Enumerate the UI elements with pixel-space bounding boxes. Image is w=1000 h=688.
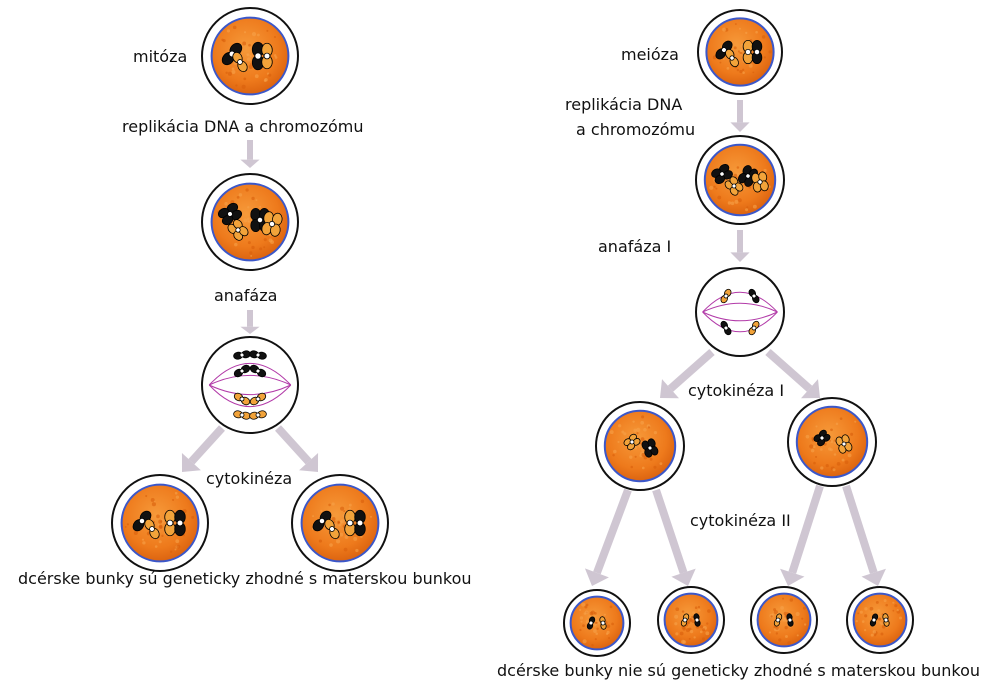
meiosis-step-cytokinesis1: cytokinéza I — [688, 380, 784, 402]
meiosis-parent-cell — [698, 10, 782, 94]
meiosis-step-replication-line2: a chromozómu — [576, 119, 695, 141]
mitosis-daughter-cell-left — [112, 475, 208, 571]
mitosis-replicated-cell — [202, 174, 298, 270]
meiosis-daughter-cell-3 — [751, 587, 817, 653]
mitosis-arrow-4 — [278, 428, 318, 472]
meiosis-cell-after-c1-right — [788, 398, 876, 486]
meiosis-daughter-cell-1 — [564, 590, 630, 656]
meiosis-title: meióza — [621, 44, 679, 66]
meiosis-step-anaphase: anafáza I — [598, 236, 671, 258]
meiosis-anaphase1-cell — [696, 268, 784, 356]
mitosis-step-anaphase: anafáza — [214, 285, 277, 307]
meiosis-arrow-5 — [585, 490, 628, 586]
mitosis-step-replication: replikácia DNA a chromozómu — [122, 116, 364, 138]
mitosis-result: dcérske bunky sú geneticky zhodné s mate… — [18, 568, 472, 590]
mitosis-arrow-1 — [240, 140, 259, 168]
meiosis-arrow-7 — [780, 486, 820, 586]
mitosis-arrow-2 — [240, 310, 259, 334]
meiosis-step-replication-line1: replikácia DNA — [565, 94, 682, 116]
meiosis-arrow-6 — [656, 490, 696, 586]
meiosis-replicated-cell — [696, 136, 784, 224]
meiosis-cell-after-c1-left — [596, 402, 684, 490]
meiosis-daughter-cell-2 — [658, 587, 724, 653]
meiosis-daughter-cell-4 — [847, 587, 913, 653]
mitosis-parent-cell — [202, 8, 298, 104]
meiosis-arrow-2 — [730, 230, 749, 262]
meiosis-arrow-1 — [730, 100, 749, 132]
meiosis-step-cytokinesis2: cytokinéza II — [690, 510, 791, 532]
mitosis-arrow-3 — [182, 428, 222, 472]
mitosis-anaphase-cell — [202, 337, 298, 433]
mitosis-title: mitóza — [133, 46, 187, 68]
meiosis-result: dcérske bunky nie sú geneticky zhodné s … — [497, 660, 980, 682]
mitosis-daughter-cell-right — [292, 475, 388, 571]
meiosis-arrow-8 — [846, 486, 886, 586]
mitosis-step-cytokinesis: cytokinéza — [206, 468, 292, 490]
